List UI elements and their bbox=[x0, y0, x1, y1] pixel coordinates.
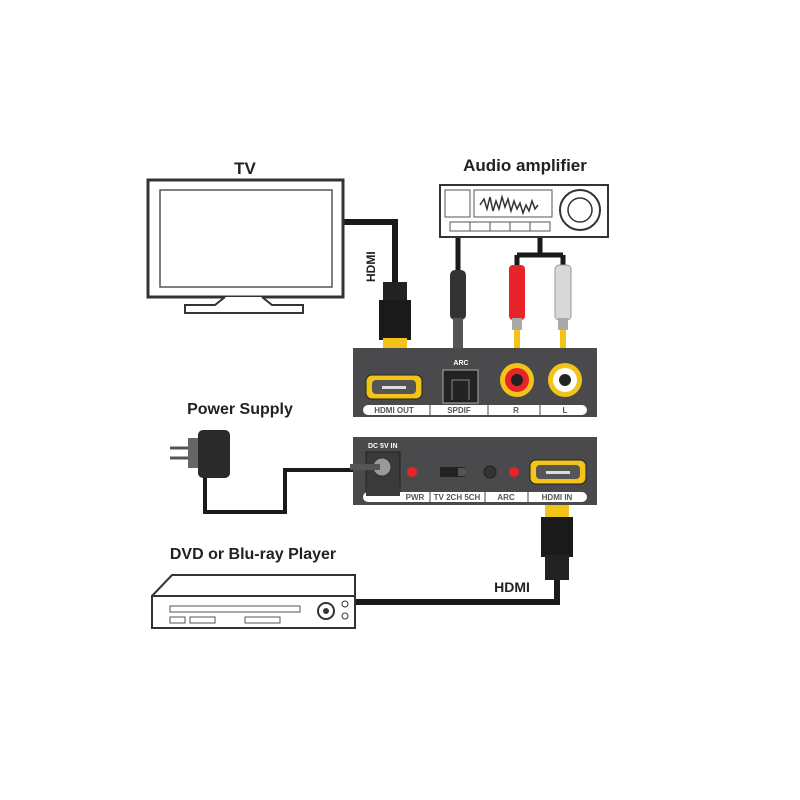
rca-cables bbox=[514, 237, 566, 290]
player-hdmi-cable bbox=[355, 505, 573, 605]
port-label-pwr: PWR bbox=[406, 493, 425, 502]
mode-switch[interactable] bbox=[440, 467, 465, 477]
port-label-mode: TV 2CH 5CH bbox=[434, 493, 481, 502]
power-supply-label: Power Supply bbox=[187, 401, 293, 418]
arc-label: ARC bbox=[453, 360, 468, 367]
tv-hdmi-connector bbox=[383, 282, 407, 302]
rca-red-plug bbox=[509, 265, 525, 320]
power-adapter bbox=[170, 430, 230, 478]
arc-button[interactable] bbox=[483, 465, 497, 479]
hdmi-tv-label: HDMI bbox=[364, 251, 378, 282]
output-panel: ARC HDMI OUT SPDIF R L bbox=[353, 348, 597, 417]
audio-amplifier bbox=[439, 184, 609, 238]
port-label-spdif: SPDIF bbox=[447, 406, 471, 415]
dvd-player bbox=[151, 574, 356, 629]
spdif-cable bbox=[450, 237, 466, 348]
tv-hdmi-cable bbox=[343, 219, 398, 290]
port-label-hdmi-out: HDMI OUT bbox=[374, 406, 414, 415]
amplifier-label: Audio amplifier bbox=[463, 156, 587, 175]
port-label-hdmi-in: HDMI IN bbox=[542, 493, 573, 502]
port-label-arc: ARC bbox=[497, 493, 515, 502]
player-label: DVD or Blu-ray Player bbox=[170, 546, 336, 563]
tv bbox=[146, 178, 345, 314]
arc-led bbox=[509, 467, 519, 477]
input-panel: DC 5V IN PWR TV 2CH 5CH ARC HDMI IN bbox=[350, 437, 597, 505]
dc-label: DC 5V IN bbox=[368, 443, 398, 450]
port-label-r: R bbox=[513, 406, 519, 415]
pwr-led bbox=[407, 467, 417, 477]
power-cable bbox=[203, 468, 370, 514]
tv-label: TV bbox=[234, 159, 256, 178]
spdif-port bbox=[442, 369, 479, 404]
hdmi-player-label: HDMI bbox=[494, 579, 530, 595]
rca-white-plug bbox=[554, 264, 572, 321]
port-label-l: L bbox=[563, 406, 568, 415]
